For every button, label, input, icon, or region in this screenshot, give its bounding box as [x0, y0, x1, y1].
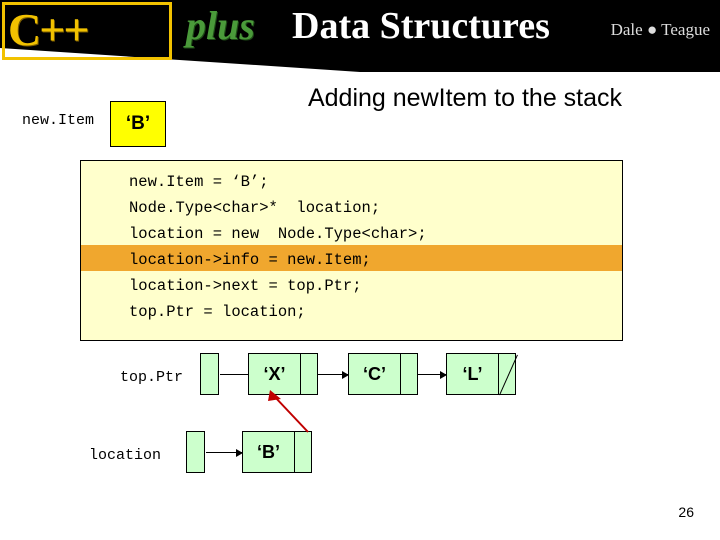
- logo-plus-text: plus: [186, 3, 255, 48]
- list-node-3: ‘L’: [446, 353, 516, 395]
- book-authors: Dale ● Teague: [610, 20, 710, 39]
- location-box: [186, 431, 205, 473]
- topptr-box: [200, 353, 219, 395]
- code-line-6: top.Ptr = location;: [129, 303, 306, 321]
- list-node-1-value: ‘X’: [263, 363, 286, 384]
- new-node-next-arrow: [268, 390, 309, 433]
- logo-border: [2, 2, 172, 60]
- new-node-value: ‘B’: [256, 441, 280, 462]
- location-label: location: [89, 447, 162, 464]
- list-node-1-next: [300, 354, 317, 394]
- code-highlight-bar: [81, 245, 622, 271]
- node-1-to-2-arrow: [318, 371, 349, 379]
- node-2-to-3-arrow: [418, 371, 447, 379]
- list-node-1: ‘X’: [248, 353, 318, 395]
- code-line-3: location = new Node.Type<char>;: [129, 225, 427, 243]
- newitem-value-box: ‘B’: [110, 101, 166, 147]
- code-line-2: Node.Type<char>* location;: [129, 199, 381, 217]
- header-banner: C++ plus Data Structures Dale ● Teague: [0, 0, 720, 72]
- location-arrow: [206, 449, 243, 457]
- page-title: Adding newItem to the stack: [307, 84, 623, 112]
- topptr-label: top.Ptr: [120, 369, 184, 386]
- code-line-4: location->info = new.Item;: [129, 251, 371, 269]
- new-node: ‘B’: [242, 431, 312, 473]
- list-node-3-next: [498, 354, 515, 394]
- newitem-variable-label: new.Item: [22, 112, 95, 129]
- logo-cpp-text: C++: [8, 4, 90, 55]
- list-node-3-value: ‘L’: [462, 363, 483, 384]
- code-block: new.Item = ‘B’; Node.Type<char>* locatio…: [80, 160, 623, 341]
- book-title: Data Structures: [292, 5, 550, 47]
- code-line-1: new.Item = ‘B’;: [129, 173, 269, 191]
- slide-number: 26: [678, 504, 694, 520]
- list-node-2-value: ‘C’: [362, 363, 386, 384]
- list-node-2-next: [400, 354, 417, 394]
- new-node-next: [294, 432, 311, 472]
- code-line-5: location->next = top.Ptr;: [129, 277, 362, 295]
- list-node-2: ‘C’: [348, 353, 418, 395]
